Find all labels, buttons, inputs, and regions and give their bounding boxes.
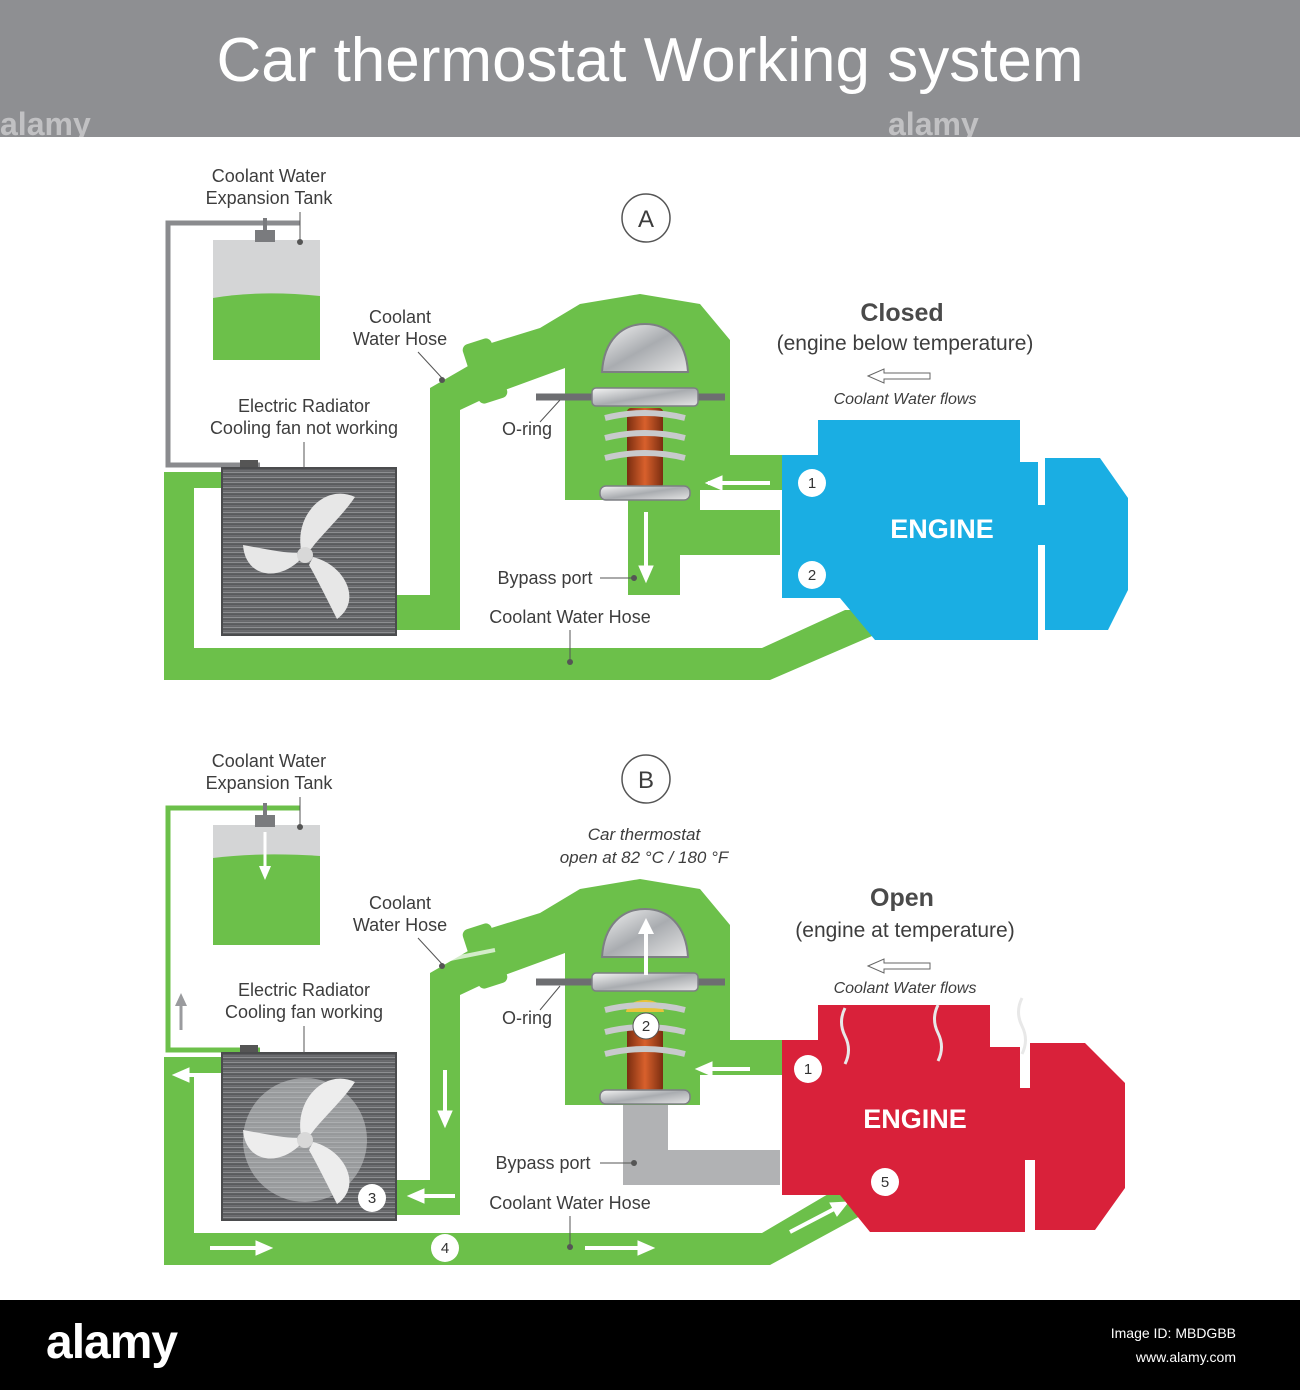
panel-marker: B: [621, 754, 671, 804]
tank-label: Expansion Tank: [206, 773, 334, 793]
flow-label: Coolant Water flows: [834, 980, 977, 997]
hose-label: Coolant: [369, 307, 431, 327]
hose-coupling: [462, 338, 508, 404]
up-arrow-icon: [175, 993, 187, 1030]
thermostat-open: [536, 907, 725, 1105]
bypass-port-closed: [623, 1105, 780, 1185]
hose-label: Water Hose: [353, 329, 447, 349]
panel-open: ENGINE 1 2 3 4 5 B: [164, 751, 1125, 1265]
badge: 2: [632, 1012, 660, 1040]
diagram-canvas: alamy alamy alamy alamy: [0, 106, 1128, 1265]
thermostat-label: open at 82 °C / 180 °F: [560, 848, 730, 867]
badge-label: 2: [642, 1018, 650, 1035]
engine-open: ENGINE: [782, 1005, 1125, 1232]
badge-label: 4: [441, 1240, 449, 1257]
thermostat-closed: [536, 322, 725, 501]
badge-label: 1: [808, 475, 816, 492]
hose-coupling: [462, 923, 508, 989]
watermark: alamy: [0, 106, 91, 142]
flow-direction-icon: [866, 368, 931, 384]
badge: 2: [798, 561, 826, 589]
state-title: Open: [870, 884, 934, 912]
hose-label: Water Hose: [353, 915, 447, 935]
expansion-tank: [213, 218, 320, 360]
badge: 1: [794, 1055, 822, 1083]
expansion-tank: [213, 803, 320, 945]
brand-logo: alamy: [46, 1316, 178, 1369]
panel-closed: ENGINE 1 2 A Coolant Water Expansion Tan…: [164, 166, 1128, 680]
radiator-label: Electric Radiator: [238, 396, 370, 416]
bypass-label: Bypass port: [497, 568, 592, 588]
badge-label: 5: [881, 1174, 889, 1191]
image-id: Image ID: MBDGBB: [1110, 1325, 1236, 1341]
panel-marker: A: [621, 193, 671, 243]
radiator: [221, 460, 397, 636]
radiator-label: Cooling fan not working: [210, 418, 398, 438]
badge-label: 2: [808, 567, 816, 584]
fan-icon: [243, 1078, 355, 1204]
badge: 3: [358, 1184, 386, 1212]
hose-label: Coolant: [369, 893, 431, 913]
state-subtitle: (engine at temperature): [795, 919, 1014, 942]
overflow-pipe: [165, 220, 300, 468]
bottom-hose-label: Coolant Water Hose: [489, 607, 650, 627]
overflow-pipe: [165, 805, 300, 1053]
oring-label: O-ring: [502, 419, 552, 439]
site-url: www.alamy.com: [1135, 1348, 1236, 1365]
title-banner: [0, 0, 1300, 137]
bypass-label: Bypass port: [495, 1153, 590, 1173]
flow-arrows: [638, 475, 774, 585]
badge: 1: [798, 469, 826, 497]
badge-label: 1: [804, 1061, 812, 1078]
diagram-title: Car thermostat Working system: [216, 26, 1084, 95]
flow-direction-icon: [866, 958, 931, 974]
engine-label: ENGINE: [890, 514, 994, 544]
heat-wave-icon: [840, 997, 1027, 1065]
footer-bar: [0, 1300, 1300, 1390]
flow-arrows: [171, 948, 850, 1256]
radiator-label: Electric Radiator: [238, 980, 370, 1000]
engine-closed: ENGINE: [782, 420, 1128, 640]
state-subtitle: (engine below temperature): [777, 332, 1034, 355]
engine-label: ENGINE: [863, 1104, 967, 1134]
image-meta: Image ID: MBDGBB www.alamy.com: [1111, 1322, 1236, 1370]
watermark: alamy: [888, 106, 979, 142]
thermostat-label: Car thermostat: [588, 825, 702, 844]
badge: 5: [871, 1168, 899, 1196]
badge-label: 3: [368, 1190, 376, 1207]
tank-label: Coolant Water: [212, 751, 326, 771]
panel-marker-label: A: [638, 206, 654, 233]
state-title: Closed: [860, 299, 943, 327]
bottom-hose-label: Coolant Water Hose: [489, 1193, 650, 1213]
tank-label: Coolant Water: [212, 166, 326, 186]
badge: 4: [431, 1234, 459, 1262]
radiator-label: Cooling fan working: [225, 1002, 383, 1022]
fan-icon: [243, 493, 355, 619]
flow-label: Coolant Water flows: [834, 391, 977, 408]
tank-label: Expansion Tank: [206, 188, 334, 208]
panel-marker-label: B: [638, 767, 654, 794]
oring-label: O-ring: [502, 1008, 552, 1028]
